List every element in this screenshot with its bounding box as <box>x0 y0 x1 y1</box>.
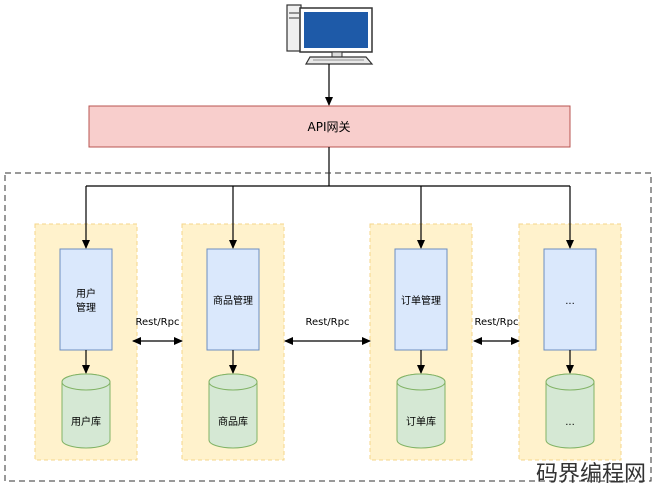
service-label-0: 管理 <box>76 301 96 314</box>
service-label-0: 用户 <box>76 287 96 300</box>
database-cylinder-top-3 <box>545 373 595 391</box>
service-label-2: 订单管理 <box>401 294 441 307</box>
database-label-1: 商品库 <box>218 415 248 428</box>
database-label-3: ... <box>565 417 575 428</box>
api-gateway-label: API网关 <box>308 120 351 134</box>
database-cylinder-top-0 <box>61 373 111 391</box>
database-label-0: 用户库 <box>71 415 101 428</box>
rest-rpc-label-2: Rest/Rpc <box>475 317 519 328</box>
database-cylinder-top-1 <box>208 373 258 391</box>
database-label-2: 订单库 <box>406 415 436 428</box>
service-box-3 <box>543 248 597 351</box>
computer-icon <box>286 4 374 65</box>
service-label-1: 商品管理 <box>213 294 253 307</box>
microservices-boundary <box>4 172 652 482</box>
service-box-2 <box>394 248 448 351</box>
database-cylinder-top-2 <box>396 373 446 391</box>
service-label-3: ... <box>565 296 575 307</box>
service-box-0 <box>59 248 113 351</box>
rest-rpc-label-0: Rest/Rpc <box>136 317 180 328</box>
rest-rpc-label-1: Rest/Rpc <box>306 317 350 328</box>
watermark-text: 码界编程网 <box>536 462 646 487</box>
